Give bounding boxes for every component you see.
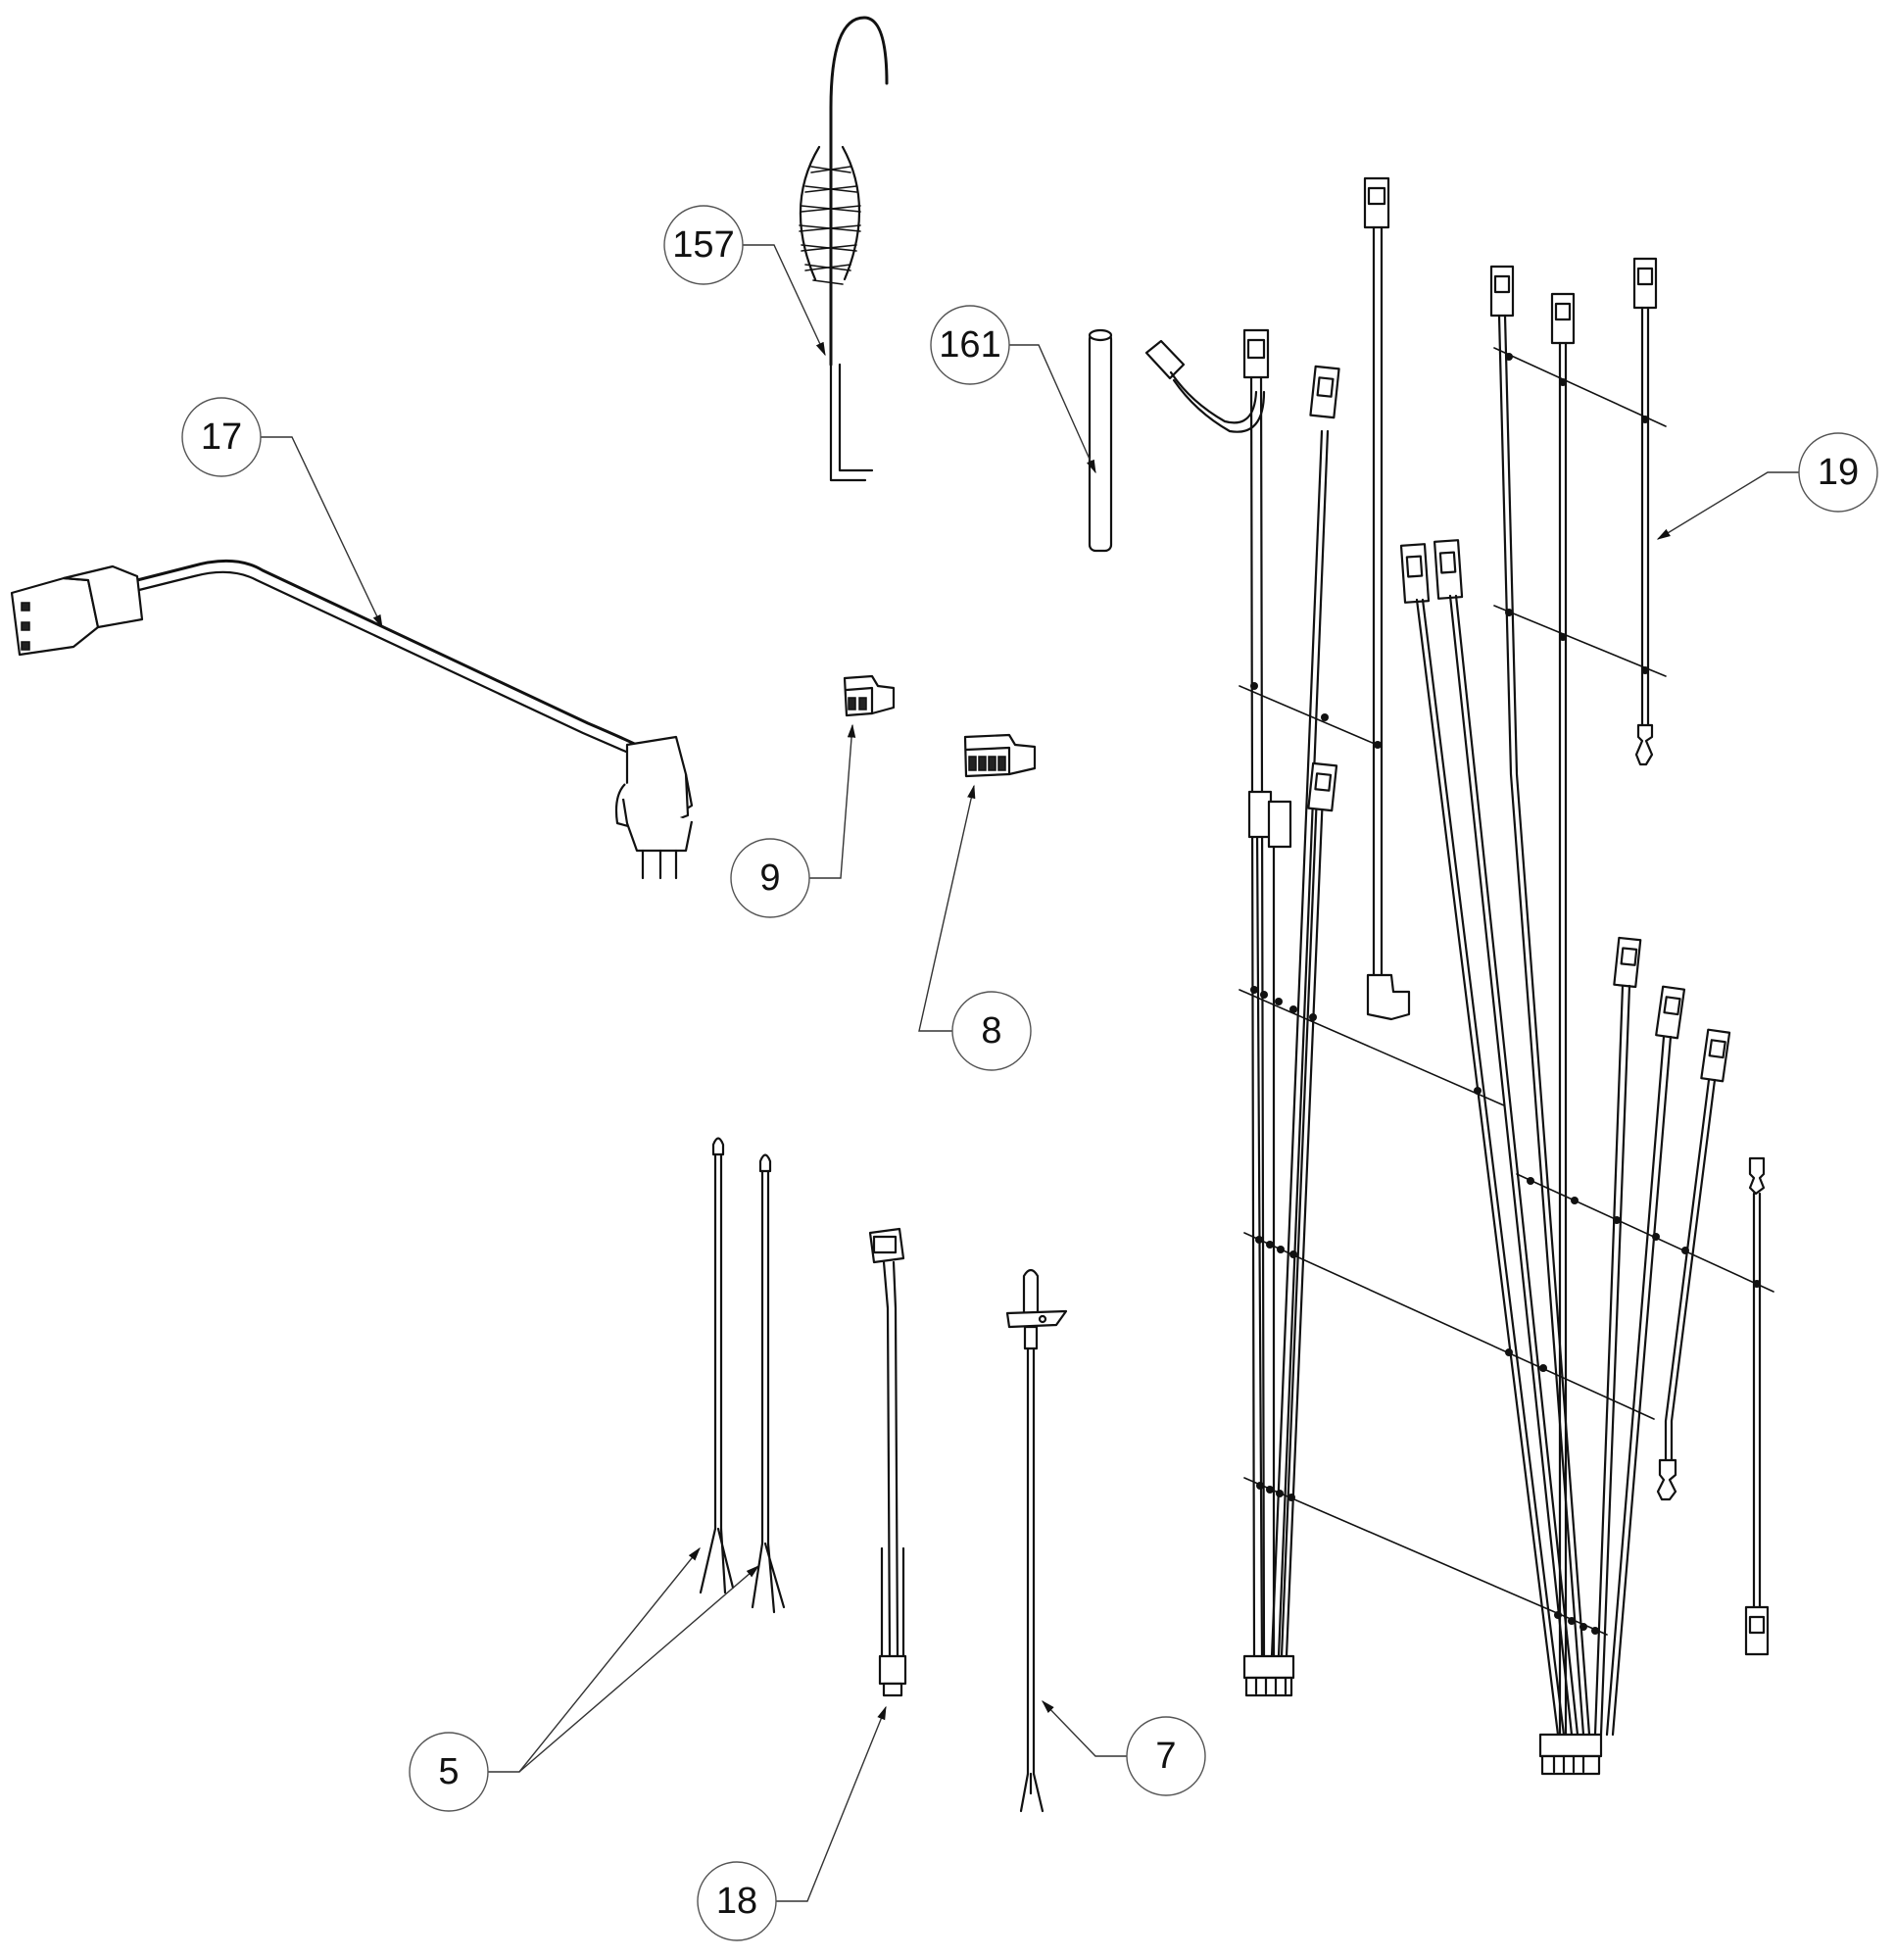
callout-18: 18: [697, 1705, 887, 1941]
part-19-main-harness: [1144, 176, 1774, 1776]
callout-17: 17: [181, 397, 383, 629]
callout-label-5: 5: [438, 1751, 459, 1792]
callout-8: 8: [918, 784, 1032, 1071]
callout-7: 7: [1042, 1699, 1206, 1796]
callout-label-8: 8: [981, 1010, 1001, 1052]
part-9-terminal-block: [843, 674, 896, 717]
part-7-temperature-probe: [1005, 1268, 1068, 1813]
callout-label-7: 7: [1155, 1736, 1176, 1777]
callout-9: 9: [730, 723, 856, 918]
callout-19: 19: [1656, 432, 1878, 540]
callout-157: 157: [663, 205, 826, 357]
part-8-terminal-block: [963, 733, 1037, 778]
callout-label-9: 9: [759, 858, 780, 899]
callout-label-17: 17: [201, 416, 242, 458]
callout-5: 5: [409, 1546, 760, 1812]
callout-label-18: 18: [716, 1881, 757, 1922]
part-17-power-cord: [10, 559, 694, 880]
callout-label-157: 157: [672, 224, 734, 266]
callout-label-19: 19: [1818, 452, 1859, 493]
part-5-sensor-probes: [699, 1137, 786, 1614]
part-18-harness: [868, 1227, 907, 1697]
callout-label-161: 161: [939, 324, 1000, 366]
part-157-hook-spring: [799, 16, 889, 482]
callout-161: 161: [930, 305, 1096, 474]
part-161-sleeve: [1088, 328, 1113, 553]
